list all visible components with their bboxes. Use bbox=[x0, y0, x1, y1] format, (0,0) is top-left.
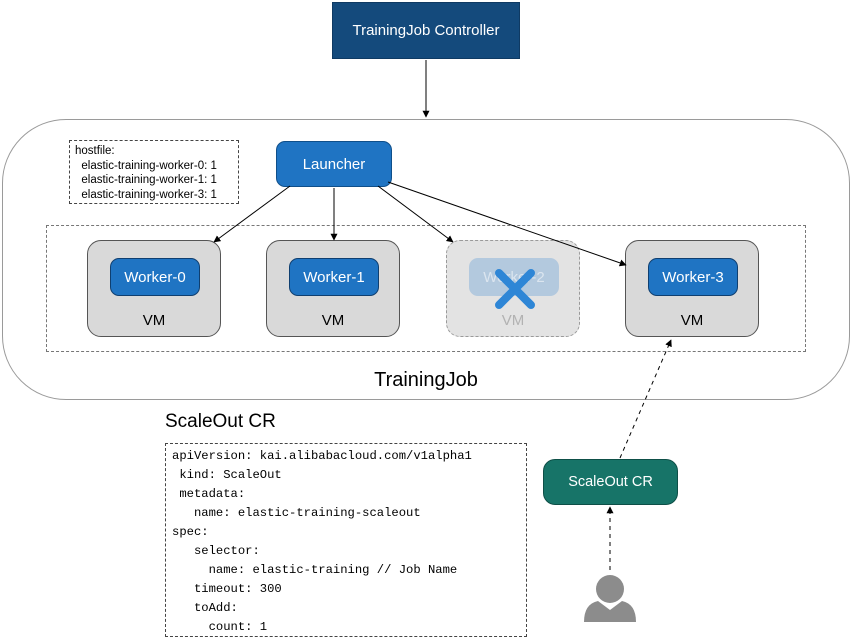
hostfile-line: elastic-training-worker-0: 1 bbox=[75, 159, 217, 172]
yaml-line: apiVersion: kai.alibabacloud.com/v1alpha… bbox=[172, 449, 472, 463]
scaleout-cr-button-label: ScaleOut CR bbox=[568, 474, 653, 490]
yaml-line: timeout: 300 bbox=[172, 582, 282, 596]
launcher-to-worker-2-arrow bbox=[377, 185, 454, 243]
vm-label: VM bbox=[321, 312, 345, 329]
worker-label: Worker-0 bbox=[124, 268, 186, 286]
launcher-label: Launcher bbox=[302, 155, 366, 173]
launcher-box[interactable]: Launcher bbox=[276, 141, 392, 187]
scaleout-to-vm3-arrow bbox=[619, 339, 672, 459]
vm-0: Worker-0 VM bbox=[87, 240, 221, 337]
hostfile-box: hostfile: elastic-training-worker-0: 1 e… bbox=[69, 140, 239, 204]
watermark: @稀土掘金技术社区 bbox=[672, 604, 826, 623]
worker-label: Worker-3 bbox=[662, 268, 724, 286]
x-mark-icon bbox=[495, 269, 535, 309]
yaml-line: count: 1 bbox=[172, 620, 268, 634]
hostfile-line: hostfile: bbox=[75, 145, 115, 157]
controller-label: TrainingJob Controller bbox=[352, 22, 500, 39]
yaml-line: name: elastic-training // Job Name bbox=[172, 563, 458, 577]
launcher-to-worker-3-arrow bbox=[387, 181, 627, 267]
yaml-line: spec: bbox=[172, 525, 209, 539]
worker-3[interactable]: Worker-3 bbox=[648, 258, 738, 296]
vm-1: Worker-1 VM bbox=[266, 240, 400, 337]
scaleout-cr-button[interactable]: ScaleOut CR bbox=[543, 459, 678, 505]
worker-area bbox=[46, 225, 806, 352]
vm-label: VM bbox=[501, 312, 525, 329]
launcher-to-worker-0-arrow bbox=[213, 185, 291, 243]
yaml-line: kind: ScaleOut bbox=[172, 468, 282, 482]
vm-label: VM bbox=[680, 312, 704, 329]
vm-label: VM bbox=[142, 312, 166, 329]
worker-0[interactable]: Worker-0 bbox=[110, 258, 200, 296]
worker-label: Worker-1 bbox=[303, 268, 365, 286]
hostfile-line: elastic-training-worker-1: 1 bbox=[75, 174, 217, 186]
yaml-line: metadata: bbox=[172, 487, 246, 501]
vm-3: Worker-3 VM bbox=[625, 240, 759, 337]
vm-2-removed: Worker-2 VM bbox=[446, 240, 580, 337]
trainingjob-label: TrainingJob bbox=[374, 369, 478, 391]
yaml-line: name: elastic-training-scaleout bbox=[172, 506, 421, 520]
scaleout-cr-yaml: apiVersion: kai.alibabacloud.com/v1alpha… bbox=[165, 443, 527, 637]
scaleout-cr-title: ScaleOut CR bbox=[165, 411, 276, 432]
hostfile-line: elastic-training-worker-3: 1 bbox=[75, 188, 217, 201]
worker-1[interactable]: Worker-1 bbox=[289, 258, 379, 296]
yaml-line: toAdd: bbox=[172, 601, 238, 615]
yaml-line: selector: bbox=[172, 544, 260, 558]
trainingjob-controller-box[interactable]: TrainingJob Controller bbox=[332, 2, 520, 59]
